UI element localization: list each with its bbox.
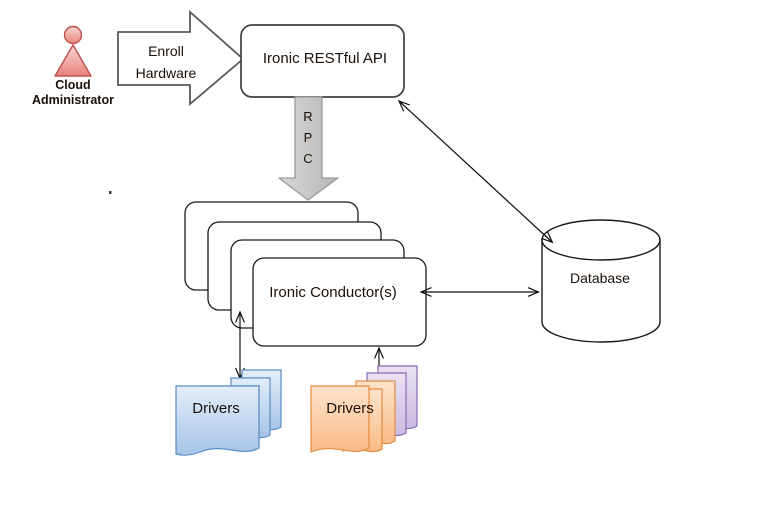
rpc-arrow	[278, 96, 339, 201]
driver-doc-blue-front	[175, 385, 260, 456]
conductor-card-front	[252, 257, 427, 347]
drivers-blue-stack[interactable]	[175, 369, 282, 456]
person-actor-icon	[54, 25, 92, 77]
driver-doc-orange-front	[310, 385, 370, 453]
drivers-orange-stack[interactable]	[310, 365, 418, 453]
ironic-conductor-stack[interactable]	[184, 201, 427, 347]
ironic-restful-api-box[interactable]	[240, 24, 405, 98]
enroll-hardware-arrow	[117, 9, 245, 106]
connector-api-database	[399, 101, 552, 242]
stray-dot-artifact	[109, 191, 112, 194]
database-cylinder[interactable]	[541, 219, 661, 343]
